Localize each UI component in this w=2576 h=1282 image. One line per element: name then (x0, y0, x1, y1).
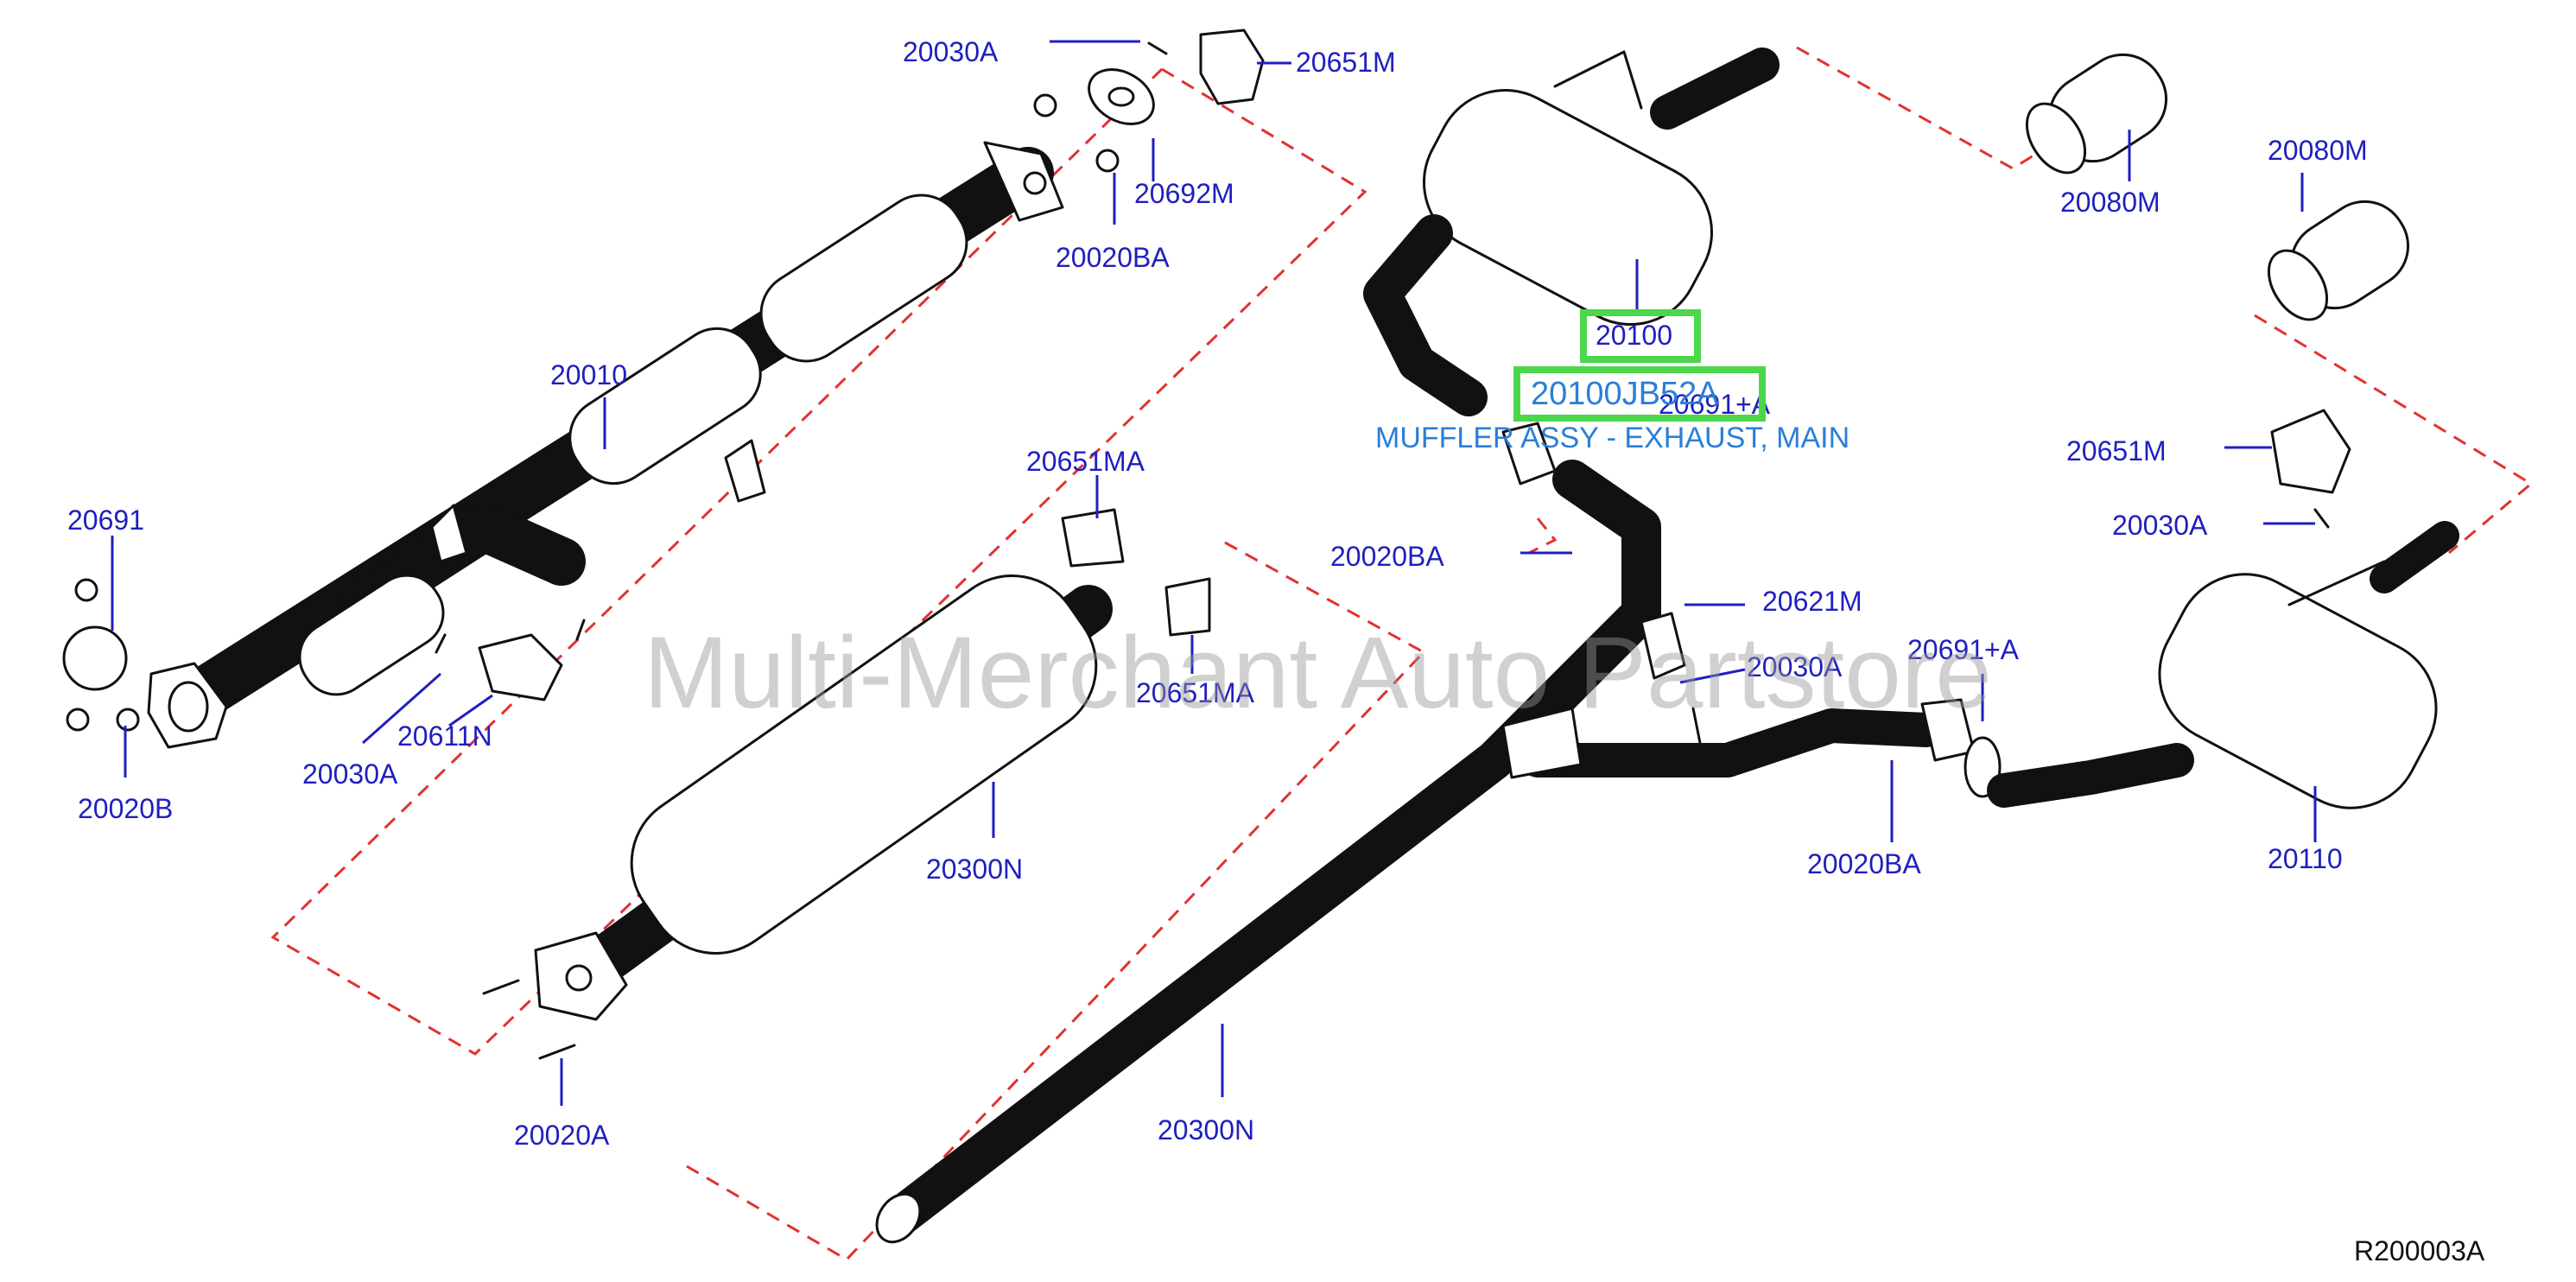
callout-20020ba-mid[interactable]: 20020BA (1330, 541, 1444, 572)
right-hangers (2270, 409, 2351, 529)
callout-20030a-right[interactable]: 20030A (2112, 510, 2208, 541)
callout-20691[interactable]: 20691 (67, 505, 144, 536)
callout-20110[interactable]: 20110 (2268, 843, 2343, 874)
rear-pipe (875, 422, 2002, 1244)
callout-20651m-top[interactable]: 20651M (1296, 47, 1396, 78)
highlight-description: MUFFLER ASSY - EXHAUST, MAIN (1375, 422, 1850, 454)
dashed-outline-top-right (1796, 46, 2048, 170)
callout-20030a-top[interactable]: 20030A (903, 36, 999, 67)
highlight-part-number[interactable]: 20100 (1596, 320, 1672, 351)
callout-20611n[interactable]: 20611N (397, 720, 492, 752)
highlight-box-oem-number (1513, 366, 1766, 422)
callout-20691a-top[interactable]: 20691+A (1659, 389, 1771, 420)
callout-20651ma-mid[interactable]: 20651MA (1136, 677, 1254, 708)
dashed-outline-connector (1528, 517, 1558, 555)
callout-20651m-right[interactable]: 20651M (2066, 435, 2167, 466)
leader-lines (111, 40, 2317, 1106)
callout-20692m[interactable]: 20692M (1134, 178, 1234, 209)
callout-20691a-right[interactable]: 20691+A (1907, 634, 2020, 665)
exhaust-tips (2025, 53, 2410, 321)
callout-20020a[interactable]: 20020A (514, 1120, 610, 1151)
callout-20621m[interactable]: 20621M (1762, 586, 1862, 617)
rear-muffler (1987, 521, 2459, 809)
callout-20020b[interactable]: 20020B (78, 793, 174, 824)
highlight-box-part-number (1580, 309, 1701, 363)
highlight-oem-number[interactable]: 20100JB52A (1531, 376, 1719, 412)
center-muffler (482, 508, 1211, 1060)
left-hardware (62, 578, 586, 732)
callout-20030a-left[interactable]: 20030A (302, 758, 398, 790)
front-pipe-assembly (147, 141, 1064, 749)
callout-20020ba-top[interactable]: 20020BA (1056, 242, 1170, 273)
callout-20020ba-bottom[interactable]: 20020BA (1807, 848, 1921, 879)
callout-20030a-mid[interactable]: 20030A (1747, 651, 1843, 682)
callout-20300n-bottom[interactable]: 20300N (1158, 1114, 1255, 1146)
gasket-and-nuts-top (1033, 29, 1265, 173)
callout-20300n-mid[interactable]: 20300N (926, 854, 1024, 885)
main-muffler (1363, 48, 1780, 416)
dashed-outline-front (270, 67, 1367, 1056)
callout-20010[interactable]: 20010 (550, 359, 627, 390)
diagram-code: R200003A (2354, 1235, 2485, 1266)
callout-20080m-right[interactable]: 20080M (2268, 135, 2368, 166)
callout-20651ma-top[interactable]: 20651MA (1026, 446, 1145, 477)
callout-20080m-top[interactable]: 20080M (2060, 187, 2160, 218)
